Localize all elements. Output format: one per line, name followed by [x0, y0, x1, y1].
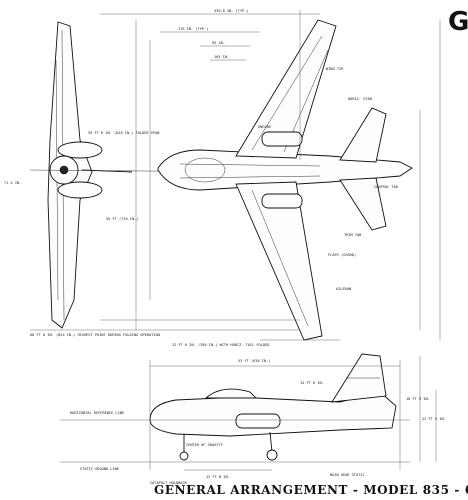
callout-cg: CENTER OF GRAVITY [186, 443, 224, 447]
callout-ground-line: STATIC GROUND LINE [80, 467, 119, 471]
callout-horiz-stab: HORIZ. STAB. [348, 97, 374, 101]
wing-upper [235, 19, 337, 159]
callout-holdback: CATAPULT HOLDBACK [150, 481, 188, 485]
main-gear-wheel [266, 449, 278, 461]
plan-view: 339.8 IN. (TYP.) 176 IN. (TYP.) 95 IN. 1… [4, 9, 441, 347]
horizontal-tail-lower [339, 177, 387, 231]
callout-aileron: AILERON [336, 287, 351, 291]
dim-a: 95 IN. [212, 41, 225, 45]
engine-nacelle-lower [57, 181, 103, 199]
callout-control-tab: CONTROL TAB [374, 185, 398, 189]
dim-71in: 71.5 IN. [4, 181, 21, 185]
engine-right [261, 193, 303, 209]
drawing-caption: GENERAL ARRANGEMENT - MODEL 835 - 6 [154, 483, 468, 497]
dim-folded-span: 59 FT 6 IN. (826 IN.) FOLDED SPAN [88, 131, 159, 135]
engine-left [261, 131, 303, 147]
dim-h2: 22 FT 5 IN. [422, 417, 446, 421]
callout-ref-line: HORIZONTAL REFERENCE LINE [70, 411, 124, 415]
dim-h3: 15 FT 6 IN. [300, 381, 324, 385]
engine-nacelle-upper [57, 141, 103, 159]
wing-lower [235, 181, 323, 341]
dim-folding-height: 68 FT 8 IN. (824 IN.) HIGHEST POINT DURI… [30, 333, 160, 337]
callout-main-gear: MAIN GEAR STATIC [330, 473, 365, 477]
nose-gear-wheel [179, 451, 189, 461]
dim-55ft: 55 FT (720 IN.) [106, 217, 138, 221]
sheet-title-fragment: G [448, 7, 468, 37]
dim-height: 18 FT 9 IN. [406, 397, 430, 401]
dim-span: 339.8 IN. (TYP.) [214, 9, 249, 13]
callout-flaps: FLAPS (CHORD) [328, 253, 356, 257]
callout-engine: ENGINE [258, 125, 271, 129]
callout-wing-tip: WING TIP [326, 67, 343, 71]
dim-wheelbase: 12 FT 8 IN. [206, 475, 230, 479]
dim-tail-folded: 32 FT 6 IN. (390 IN.) WITH HORIZ. TAIL F… [172, 343, 269, 347]
canopy [204, 388, 258, 399]
side-view: 53 FT (636 IN.) 18 FT 9 IN. 22 FT 5 IN. … [60, 353, 446, 485]
horizontal-tail-upper [339, 107, 387, 163]
dim-b: 105 IN. [214, 55, 229, 59]
engine-side [235, 413, 281, 429]
dim-length: 53 FT (636 IN.) [238, 359, 270, 363]
callout-trim-tab: TRIM TAB [344, 233, 361, 237]
dim-wing: 176 IN. (TYP.) [178, 27, 208, 31]
